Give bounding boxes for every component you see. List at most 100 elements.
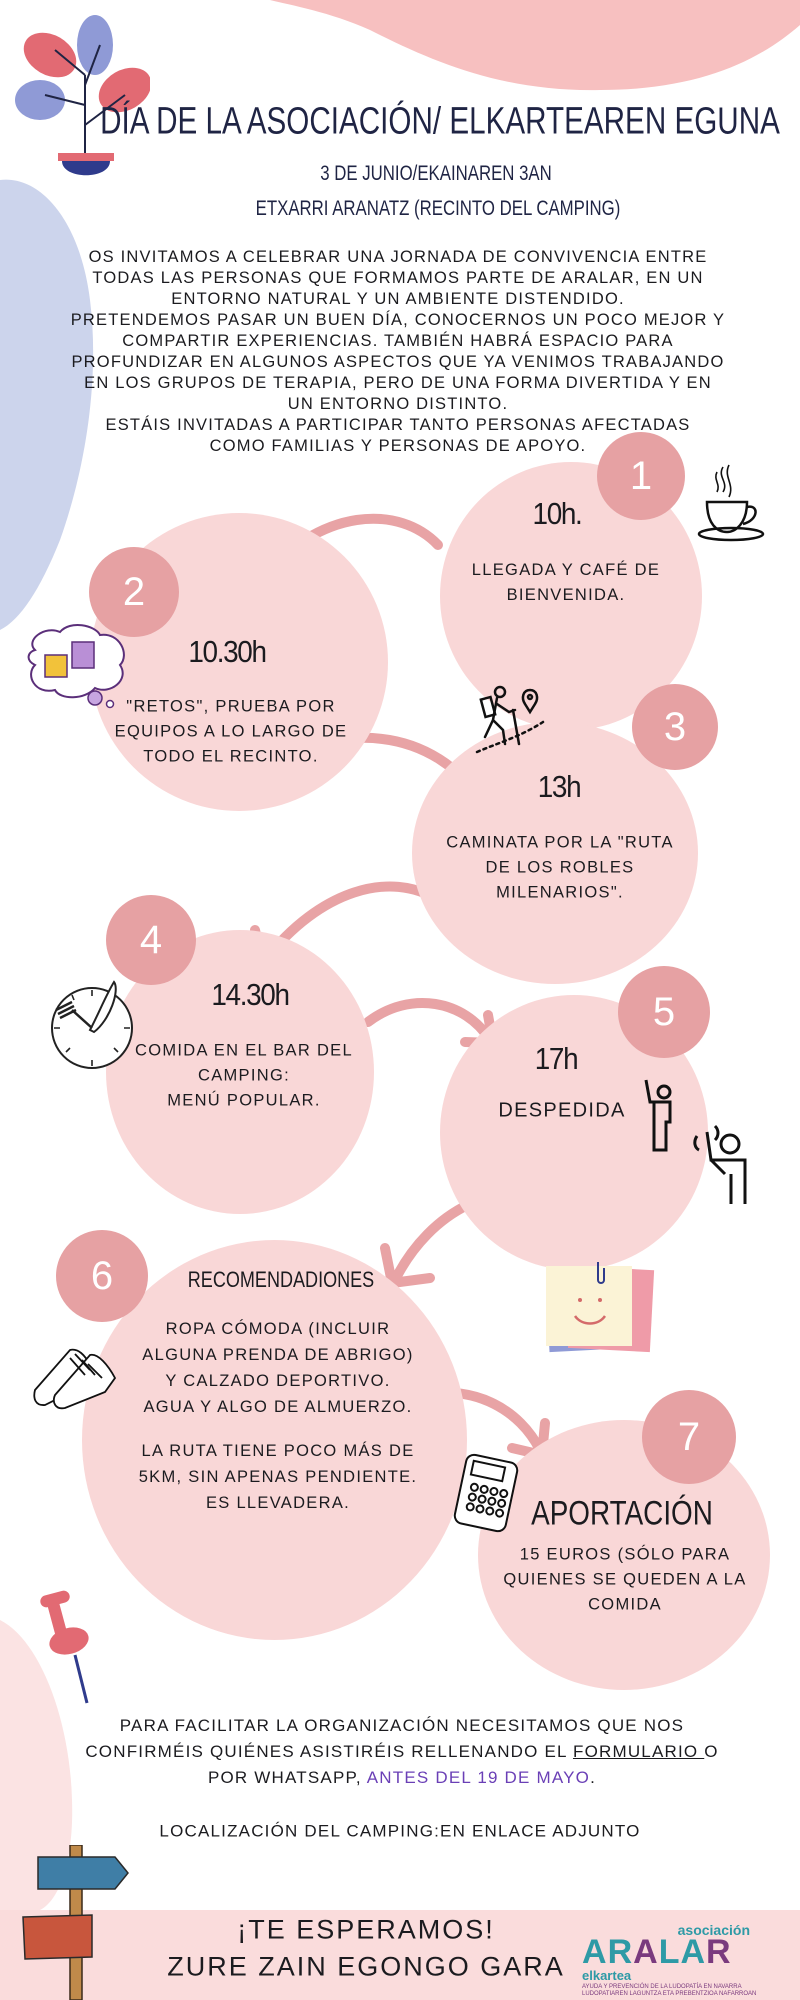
step-6-badge: 6 xyxy=(56,1230,148,1322)
step-2-text: "RETOS", PRUEBA POR EQUIPOS A LO LARGO D… xyxy=(115,695,348,770)
signup-text: POR WHATSAPP, xyxy=(207,1768,367,1787)
step-3-blob xyxy=(412,722,698,984)
logo-tagline-2: LUDOPATIAREN LAGUNTZA ETA PREBENTZIOA NA… xyxy=(582,1991,757,1997)
step-line: DE LOS ROBLES xyxy=(485,858,635,877)
page-title: DÍA DE LA ASOCIACIÓN/ ELKARTEAREN EGUNA xyxy=(100,100,780,143)
clock-cutlery-icon xyxy=(51,980,133,1069)
left-blue-blob xyxy=(0,179,94,630)
step-line: EQUIPOS A LO LARGO DE xyxy=(114,722,348,741)
step-line: CAMINATA POR LA "RUTA xyxy=(446,833,674,852)
logo-sub-text: elkartea xyxy=(582,1968,632,1983)
logo-letter: R xyxy=(607,1933,634,1971)
sticky-notes-icon xyxy=(546,1262,655,1353)
step-line: Y CALZADO DEPORTIVO. xyxy=(165,1372,391,1390)
bottom-left-pink-blob xyxy=(0,1620,73,1910)
hiker-icon xyxy=(475,685,545,754)
logo-letter: R xyxy=(706,1933,732,1971)
event-date: 3 DE JUNIO/EKAINAREN 3AN xyxy=(320,162,552,185)
signup-text: O xyxy=(704,1742,719,1761)
step-line: 15 EUROS (SÓLO PARA xyxy=(519,1545,731,1564)
step-line: COMIDA xyxy=(588,1595,662,1614)
step-5-text: DESPEDIDA xyxy=(498,1099,625,1124)
calculator-icon xyxy=(453,1453,519,1533)
intro-line: COMPARTIR EXPERIENCIAS. TAMBIÉN HABRÁ ES… xyxy=(122,332,674,350)
step-line-spacer xyxy=(139,1420,418,1438)
step-4-time: 14.30h xyxy=(211,977,290,1012)
intro-line: PROFUNDIZAR EN ALGUNOS ASPECTOS QUE YA V… xyxy=(71,353,725,371)
step-line: 5KM, SIN APENAS PENDIENTE. xyxy=(138,1468,418,1486)
signup-line-2: CONFIRMÉIS QUIÉNES ASISTIRÉIS RELLENANDO… xyxy=(85,1739,718,1765)
step-2-time: 10.30h xyxy=(188,634,267,669)
signup-text: CONFIRMÉIS QUIÉNES ASISTIRÉIS RELLENANDO… xyxy=(85,1742,573,1761)
step-line: TODO EL RECINTO. xyxy=(143,747,319,766)
step-1-badge: 1 xyxy=(597,432,685,520)
step-4-text: COMIDA EN EL BAR DEL CAMPING: MENÚ POPUL… xyxy=(135,1039,353,1114)
step-3-time: 13h xyxy=(537,769,582,804)
signup-paragraph: PARA FACILITAR LA ORGANIZACIÓN NECESITAM… xyxy=(85,1713,718,1791)
step-line: MENÚ POPULAR. xyxy=(167,1091,321,1110)
step-3-text: CAMINATA POR LA "RUTA DE LOS ROBLES MILE… xyxy=(446,831,674,906)
intro-line: EN LOS GRUPOS DE TERAPIA, PERO DE UNA FO… xyxy=(84,374,712,392)
step-5-badge: 5 xyxy=(618,966,710,1058)
step-2-badge: 2 xyxy=(89,547,179,637)
top-right-blob xyxy=(270,0,800,91)
intro-line: ESTÁIS INVITADAS A PARTICIPAR TANTO PERS… xyxy=(105,416,691,434)
form-link[interactable]: FORMULARIO xyxy=(572,1742,705,1761)
signup-line-3: POR WHATSAPP, ANTES DEL 19 DE MAYO. xyxy=(85,1765,718,1791)
step-1-text: LLEGADA Y CAFÉ DE BIENVENIDA. xyxy=(472,558,660,608)
step-4-badge: 4 xyxy=(106,895,196,985)
step-6-blob xyxy=(82,1240,467,1640)
logo-letter: A xyxy=(582,1933,608,1971)
potted-plant-icon xyxy=(15,15,150,176)
pushpin-icon xyxy=(40,1590,89,1704)
step-line: LA RUTA TIENE POCO MÁS DE xyxy=(141,1442,415,1460)
signpost-icon xyxy=(22,1845,129,2000)
step-line: ROPA CÓMODA (INCLUIR xyxy=(165,1320,391,1338)
signup-line-1: PARA FACILITAR LA ORGANIZACIÓN NECESITAM… xyxy=(119,1716,685,1735)
step-line: ES LLEVADERA. xyxy=(205,1494,351,1512)
logo-tagline-1: AYUDA Y PREVENCIÓN DE LA LUDOPATÍA EN NA… xyxy=(582,1984,742,1990)
event-location: ETXARRI ARANATZ (RECINTO DEL CAMPING) xyxy=(255,197,621,220)
footer-basque-greeting: ZURE ZAIN EGONGO GARA xyxy=(167,1951,565,1982)
step-line: DESPEDIDA xyxy=(498,1099,626,1122)
puzzle-thought-icon xyxy=(27,624,125,709)
person-raising-hand-icon xyxy=(644,1079,672,1152)
coffee-cup-icon xyxy=(697,464,765,542)
step-6-text: ROPA CÓMODA (INCLUIR ALGUNA PRENDA DE AB… xyxy=(139,1316,418,1516)
sneakers-icon xyxy=(33,1348,117,1410)
step-line: COMIDA EN EL BAR DEL xyxy=(135,1041,353,1060)
logo-letter: A xyxy=(633,1933,659,1971)
step-line: QUIENES SE QUEDEN A LA xyxy=(503,1570,747,1589)
waving-person-icon xyxy=(693,1124,747,1204)
intro-line: UN ENTORNO DISTINTO. xyxy=(287,395,509,413)
step-line: BIENVENIDA. xyxy=(506,586,626,604)
step-7-badge: 7 xyxy=(642,1390,736,1484)
logo-letter: A xyxy=(680,1933,707,1971)
intro-line: ENTORNO NATURAL Y UN AMBIENTE DISTENDIDO… xyxy=(171,290,625,308)
step-1-time: 10h. xyxy=(532,496,583,531)
step-7-heading: APORTACIÓN xyxy=(531,1494,713,1533)
signup-text: . xyxy=(590,1768,597,1787)
step-7-text: 15 EUROS (SÓLO PARA QUIENES SE QUEDEN A … xyxy=(503,1543,746,1618)
step-5-time: 17h xyxy=(534,1041,579,1076)
camping-location-note: LOCALIZACIÓN DEL CAMPING:EN ENLACE ADJUN… xyxy=(159,1821,641,1841)
step-line: "RETOS", PRUEBA POR xyxy=(126,697,336,716)
intro-paragraph: OS INVITAMOS A CELEBRAR UNA JORNADA DE C… xyxy=(71,247,726,457)
logo-letter: L xyxy=(658,1933,681,1971)
intro-line: TODAS LAS PERSONAS QUE FORMAMOS PARTE DE… xyxy=(92,269,704,287)
arrow-4-to-5 xyxy=(363,998,495,1045)
intro-line: COMO FAMILIAS Y PERSONAS DE APOYO. xyxy=(209,437,587,455)
footer-greeting: ¡TE ESPERAMOS! xyxy=(237,1914,495,1945)
step-3-badge: 3 xyxy=(632,684,718,770)
step-line: AGUA Y ALGO DE ALMUERZO. xyxy=(143,1398,413,1416)
step-line: ALGUNA PRENDA DE ABRIGO) xyxy=(142,1346,414,1364)
logo-name: ARALAR xyxy=(582,1934,732,1970)
intro-line: PRETENDEMOS PASAR UN BUEN DÍA, CONOCERNO… xyxy=(70,311,726,329)
intro-line: OS INVITAMOS A CELEBRAR UNA JORNADA DE C… xyxy=(88,248,708,266)
step-6-heading: RECOMENDADIONES xyxy=(187,1267,375,1292)
footer-band xyxy=(0,1910,800,2000)
logo-top-text: asociación xyxy=(677,1922,750,1938)
deadline-highlight: ANTES DEL 19 DE MAYO xyxy=(366,1768,591,1787)
step-line: LLEGADA Y CAFÉ DE xyxy=(471,561,661,579)
aralar-logo: asociación ARALAR elkartea AYUDA Y PREVE… xyxy=(582,1922,757,2000)
